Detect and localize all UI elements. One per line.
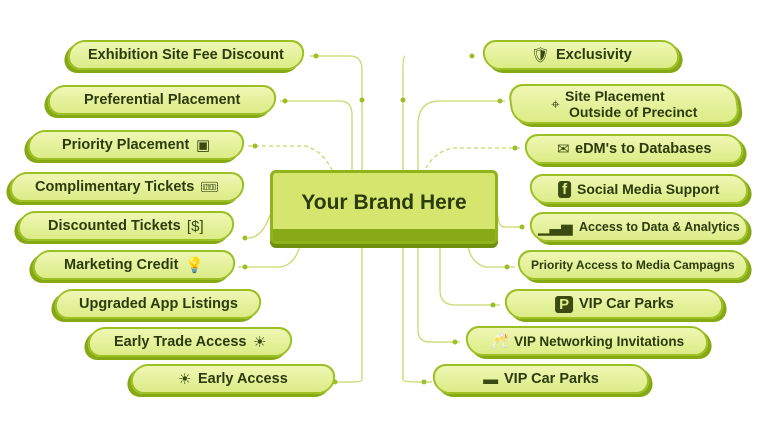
benefit-label: Exhibition Site Fee Discount [88, 47, 284, 63]
brand-center-box: Your Brand Here [270, 170, 498, 244]
benefit-complimentary-tickets: Complimentary Tickets 🎟 [7, 172, 247, 202]
champagne-glasses-icon: 🥂 [489, 333, 509, 350]
benefit-social-media-support: f Social Media Support [527, 174, 751, 204]
shield-icon: 🛡 [530, 47, 550, 64]
benefit-data-analytics: ▁▃▅ Access to Data & Analytics [527, 212, 751, 242]
center-box-base [273, 229, 495, 241]
envelope-icon: ✉ [556, 141, 570, 158]
benefit-label: VIP Networking Invitations [514, 333, 685, 349]
benefit-discounted-tickets: Discounted Tickets [$] [15, 211, 237, 241]
benefit-exclusivity: 🛡 Exclusivity [480, 40, 682, 70]
location-pin-icon: ⌖ [550, 95, 560, 113]
benefit-label: Marketing Credit [64, 257, 179, 273]
sunrise-icon: ☀ [252, 334, 266, 351]
benefit-label: Early Trade Access [114, 334, 247, 350]
benefit-label: Site Placement [565, 88, 665, 104]
benefit-label: Priority Access to Media Campagns [531, 258, 735, 272]
benefit-label: Priority Placement [62, 137, 190, 153]
benefit-label: Exclusivity [555, 47, 632, 63]
parking-icon: P [554, 295, 573, 313]
benefit-label: Preferential Placement [83, 92, 241, 108]
sunrise-icon: ☀ [178, 371, 192, 388]
benefit-marketing-credit: Marketing Credit 💡 [30, 250, 238, 280]
benefit-preferential-placement: Preferential Placement [45, 85, 279, 115]
benefit-label: Early Access [197, 371, 288, 387]
lightbulb-icon: 💡 [184, 257, 204, 274]
benefit-early-access: ☀ Early Access [128, 364, 338, 394]
brand-title: Your Brand Here [301, 191, 467, 214]
facebook-icon: f [558, 180, 572, 198]
benefit-priority-media-campaigns: Priority Access to Media Campagns [515, 250, 751, 280]
benefit-label: VIP Car Parks [578, 296, 674, 312]
card-icon: ▬ [483, 370, 499, 388]
benefit-vip-car-parks-2: ▬ VIP Car Parks [430, 364, 652, 394]
ticket-star-icon: ▣ [195, 137, 210, 154]
benefit-label: VIP Car Parks [504, 371, 599, 387]
benefit-label-line2: Outside of Precinct [569, 104, 698, 120]
bar-chart-icon: ▁▃▅ [538, 219, 573, 236]
benefit-edm-databases: ✉ eDM's to Databases [522, 134, 746, 164]
benefit-vip-networking: 🥂 VIP Networking Invitations [463, 326, 711, 356]
benefit-label: Upgraded App Listings [78, 296, 238, 312]
ticket-icon: 🎟 [200, 179, 220, 196]
benefit-vip-car-parks: P VIP Car Parks [502, 289, 726, 319]
benefit-early-trade-access: Early Trade Access ☀ [85, 327, 295, 357]
benefit-label: Access to Data & Analytics [578, 220, 740, 234]
dollar-ticket-icon: [$] [187, 217, 204, 235]
benefit-label: eDM's to Databases [575, 141, 712, 157]
benefit-priority-placement: Priority Placement ▣ [25, 130, 247, 160]
benefit-label: Complimentary Tickets [34, 179, 195, 195]
benefit-exhibition-site-fee-discount: Exhibition Site Fee Discount [65, 40, 307, 70]
benefit-label: Social Media Support [577, 181, 720, 197]
benefit-upgraded-app-listings: Upgraded App Listings [52, 289, 264, 319]
benefit-label: Discounted Tickets [48, 218, 181, 234]
